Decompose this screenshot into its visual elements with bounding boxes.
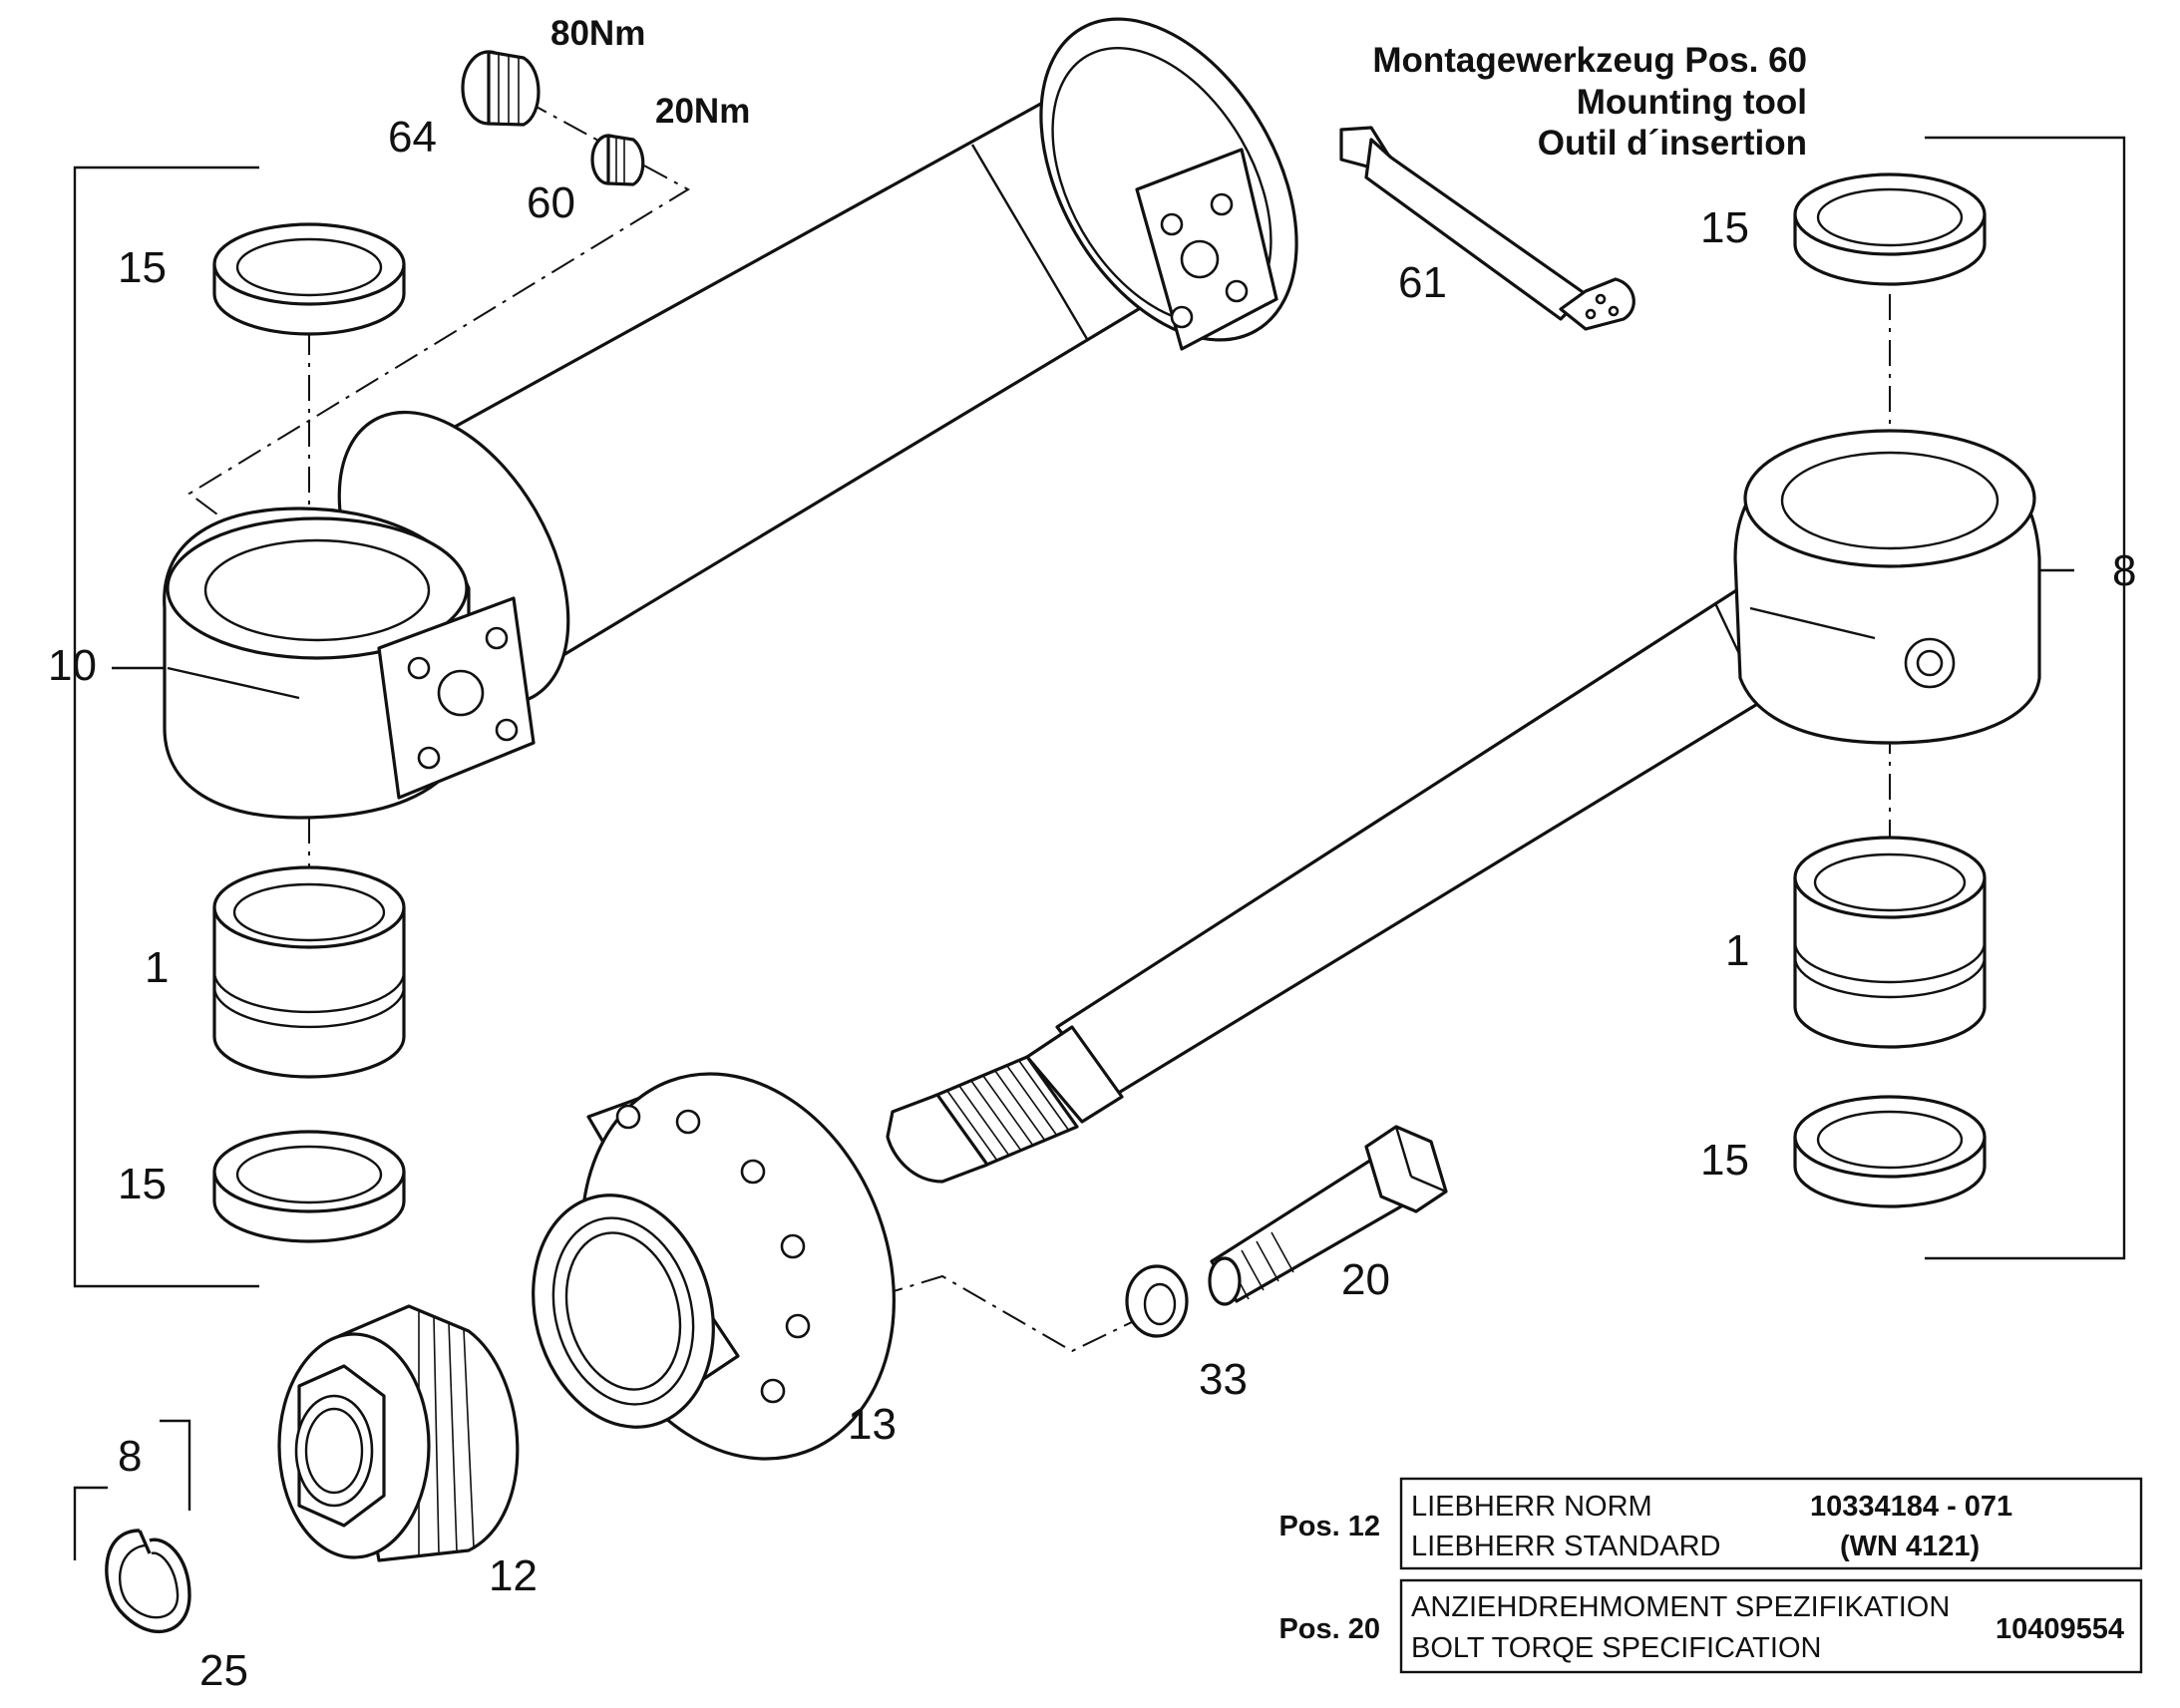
seal-ring-15-bottom-left bbox=[212, 1130, 406, 1243]
spec-pos20-label: Pos. 20 bbox=[1278, 1613, 1380, 1645]
cylinder-tube bbox=[163, 17, 1298, 820]
spec-pos20-number: 10409554 bbox=[1996, 1613, 2124, 1645]
callout-8-right: 8 bbox=[2112, 546, 2136, 595]
spec-pos12-number: 10334184 - 071 bbox=[1810, 1491, 2012, 1523]
callout-20: 20 bbox=[1341, 1255, 1390, 1304]
spec-box-pos20 bbox=[1399, 1578, 2143, 1674]
callout-15-bottom-left: 15 bbox=[118, 1160, 167, 1208]
bushing-1-right bbox=[1793, 836, 1987, 1049]
spec-box-pos12 bbox=[1399, 1477, 2143, 1570]
callout-15-top-left: 15 bbox=[118, 243, 167, 292]
mounting-tool-title-en: Mounting tool bbox=[1577, 83, 1807, 122]
spec-pos12-text-en: LIEBHERR STANDARD bbox=[1411, 1531, 1720, 1562]
bolt-20 bbox=[1208, 1125, 1448, 1306]
washer-33 bbox=[1125, 1264, 1189, 1338]
callout-labels: 80Nm 20Nm 64 60 15 10 1 15 8 12 25 13 33… bbox=[48, 14, 2136, 1695]
callout-1-left: 1 bbox=[145, 943, 169, 992]
callout-13: 13 bbox=[848, 1400, 897, 1449]
spec-table: Pos. 12 LIEBHERR NORM LIEBHERR STANDARD … bbox=[1278, 1477, 2143, 1674]
callout-61: 61 bbox=[1398, 258, 1447, 307]
torque-label-80nm: 80Nm bbox=[550, 14, 645, 53]
spec-pos12-label: Pos. 12 bbox=[1278, 1511, 1380, 1542]
callout-15-top-right: 15 bbox=[1700, 203, 1749, 252]
callout-8-left: 8 bbox=[118, 1432, 142, 1481]
circlip-25 bbox=[105, 1529, 191, 1634]
bracket-10 bbox=[73, 166, 259, 1288]
plug-64 bbox=[461, 50, 541, 127]
bracket-8-left bbox=[73, 1419, 191, 1560]
spec-pos20-text-de: ANZIEHDREHMOMENT SPEZIFIKATION bbox=[1411, 1591, 1950, 1623]
mounting-tool-title-fr: Outil d´insertion bbox=[1538, 124, 1807, 163]
plug-60 bbox=[590, 134, 645, 186]
seal-ring-15-bottom-right bbox=[1793, 1095, 1987, 1208]
mounting-tool-title-de: Montagewerkzeug Pos. 60 bbox=[1372, 41, 1807, 80]
callout-60: 60 bbox=[527, 178, 575, 227]
torque-label-20nm: 20Nm bbox=[655, 92, 750, 131]
callout-33: 33 bbox=[1199, 1355, 1248, 1404]
callout-1-right: 1 bbox=[1725, 926, 1749, 975]
piston-rod bbox=[886, 429, 2041, 1184]
callout-15-bottom-right: 15 bbox=[1700, 1136, 1749, 1185]
callout-10: 10 bbox=[48, 641, 97, 690]
callout-12: 12 bbox=[489, 1551, 538, 1600]
spec-pos20-text-en: BOLT TORQE SPECIFICATION bbox=[1411, 1632, 1821, 1664]
nut-12 bbox=[277, 1304, 520, 1562]
callout-25: 25 bbox=[199, 1646, 248, 1695]
bracket-8-right bbox=[1925, 136, 2126, 1260]
callout-64: 64 bbox=[388, 113, 437, 162]
spec-pos12-text-de: LIEBHERR NORM bbox=[1411, 1491, 1652, 1523]
bushing-1-left bbox=[212, 865, 406, 1079]
spec-pos12-number2: (WN 4121) bbox=[1840, 1531, 1980, 1562]
mounting-tool-61 bbox=[1339, 126, 1635, 331]
seal-ring-15-top-right bbox=[1793, 172, 1987, 286]
cylinder-head-13 bbox=[532, 1072, 896, 1461]
seal-ring-15-top-left bbox=[212, 222, 406, 336]
